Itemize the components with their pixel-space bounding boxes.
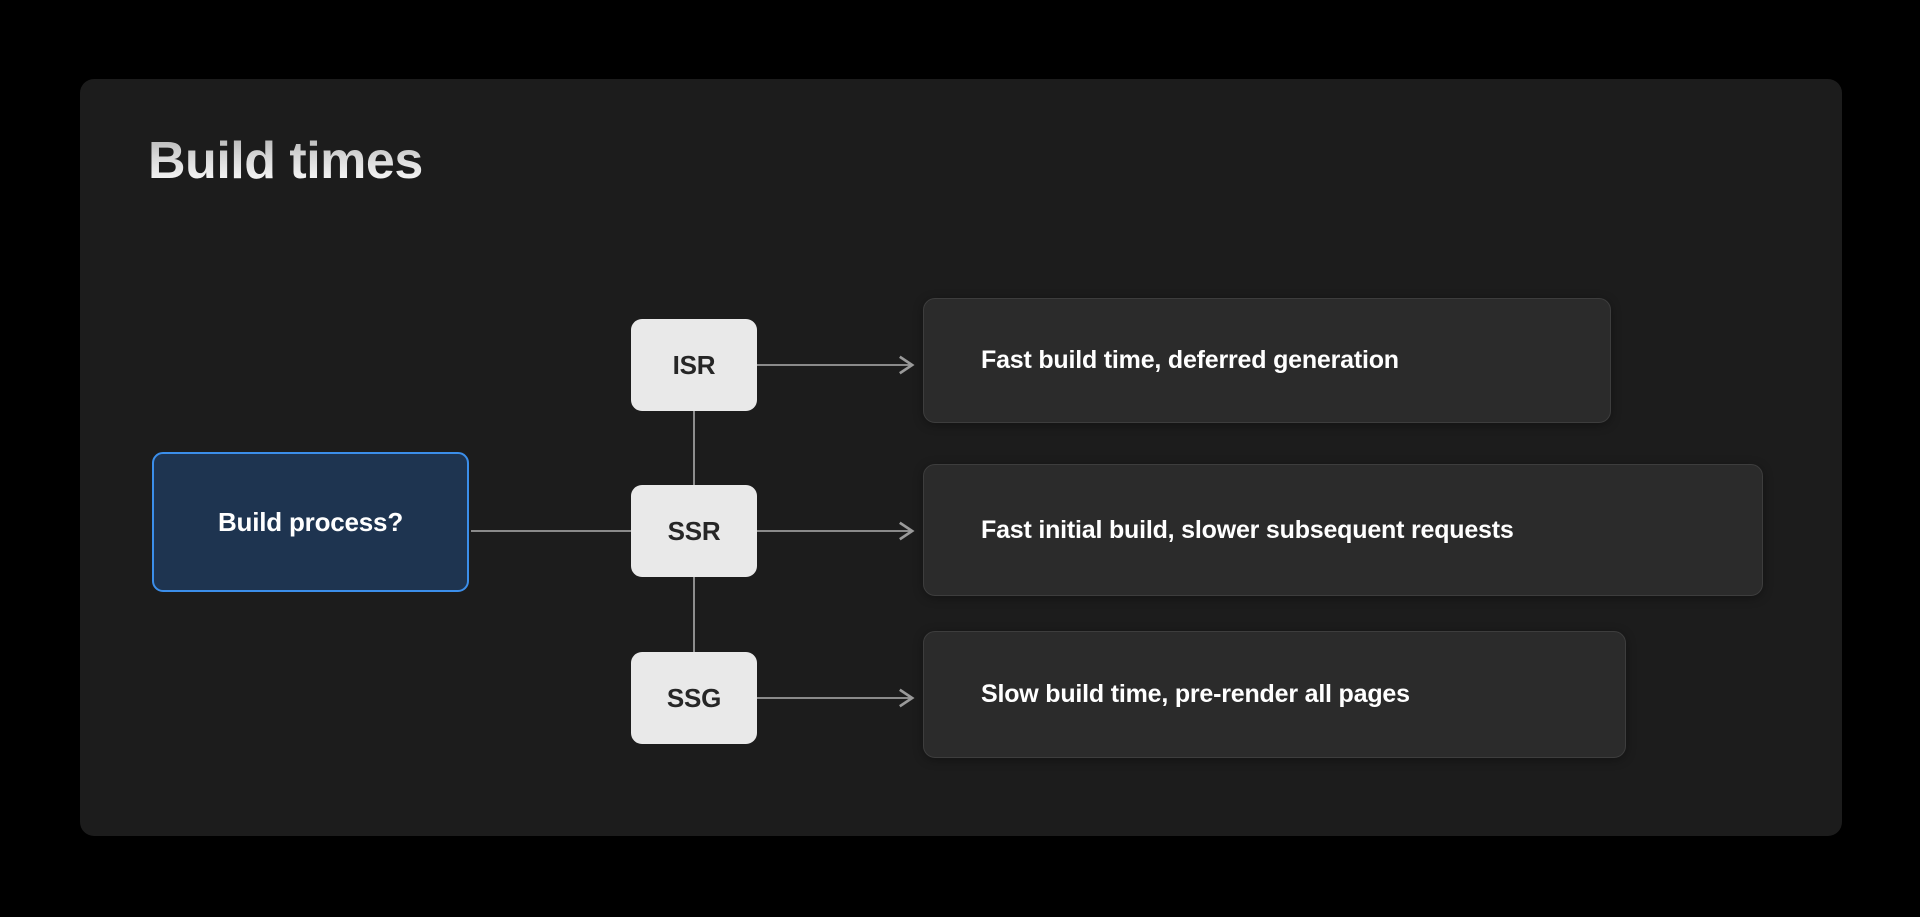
outcome-ssr-label: Fast initial build, slower subsequent re…: [981, 515, 1514, 544]
outcome-isr-label: Fast build time, deferred generation: [981, 346, 1399, 374]
node-ssr[interactable]: SSR: [631, 485, 757, 577]
node-build-process[interactable]: Build process?: [152, 452, 469, 592]
outcome-ssg-label: Slow build time, pre-render all pages: [981, 680, 1410, 708]
node-ssg[interactable]: SSG: [631, 652, 757, 744]
node-build-process-label: Build process?: [217, 506, 403, 537]
node-isr-label: ISR: [672, 349, 716, 380]
diagram-card: Build times Build process? ISR: [80, 79, 1842, 836]
outcome-isr[interactable]: Fast build time, deferred generation: [923, 298, 1611, 423]
node-ssg-label: SSG: [666, 682, 722, 713]
outcome-ssr[interactable]: Fast initial build, slower subsequent re…: [923, 464, 1763, 596]
node-isr[interactable]: ISR: [631, 319, 757, 411]
node-ssr-label: SSR: [667, 515, 721, 546]
outcome-ssg[interactable]: Slow build time, pre-render all pages: [923, 631, 1626, 758]
page-title: Build times: [148, 132, 423, 190]
